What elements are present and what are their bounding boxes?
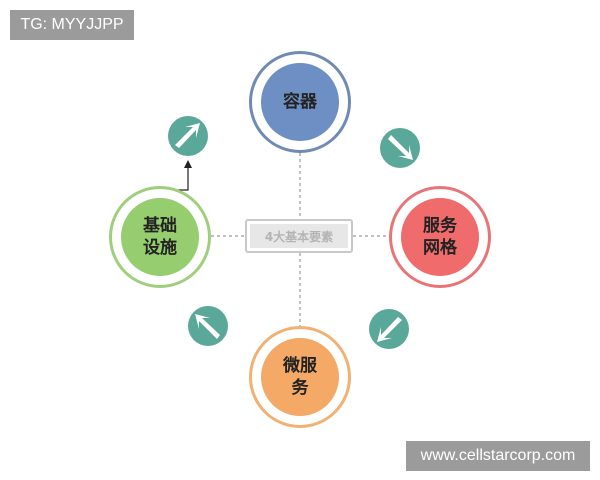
node-service-mesh-label: 服务 网格	[401, 198, 479, 276]
arrow-northeast-icon	[168, 116, 208, 156]
center-box: 4大基本要素	[245, 219, 353, 253]
arrow-northwest-icon	[188, 306, 228, 346]
arrow-southeast-icon	[380, 128, 420, 168]
infra-pointer-head	[184, 160, 192, 168]
node-infrastructure-label: 基础 设施	[121, 198, 199, 276]
node-container-label: 容器	[261, 63, 339, 141]
node-microservices: 微服 务	[249, 326, 351, 428]
node-infrastructure: 基础 设施	[109, 186, 211, 288]
node-service-mesh: 服务 网格	[389, 186, 491, 288]
watermark-bottom: www.cellstarcorp.com	[406, 441, 590, 471]
node-microservices-label: 微服 务	[261, 338, 339, 416]
watermark-top: TG: MYYJJPP	[10, 10, 134, 40]
center-label: 4大基本要素	[250, 224, 348, 248]
node-container: 容器	[249, 51, 351, 153]
arrow-southwest-icon	[369, 309, 409, 349]
